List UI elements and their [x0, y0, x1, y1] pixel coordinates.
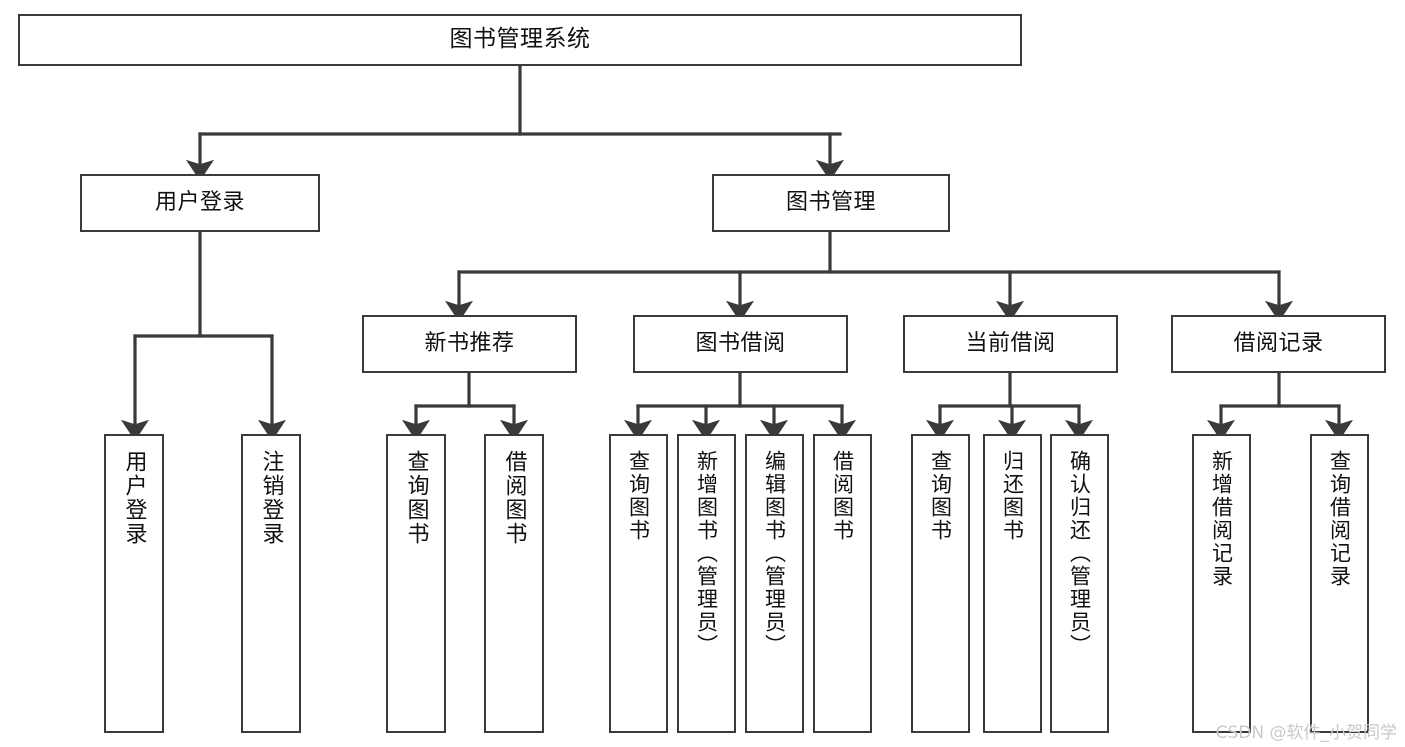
node-leaf-add-book[interactable]: 新增图书（管理员）: [677, 434, 736, 733]
node-new-book-recommend-label: 新书推荐: [424, 331, 515, 357]
node-leaf-query-book-new[interactable]: 查询图书: [386, 434, 446, 733]
node-leaf-borrow-book-new-label: 借阅图书: [501, 450, 527, 546]
node-leaf-confirm-return[interactable]: 确认归还（管理员）: [1050, 434, 1109, 733]
node-leaf-query-borrow-record[interactable]: 查询借阅记录: [1310, 434, 1369, 733]
node-current-borrow-label: 当前借阅: [965, 331, 1056, 357]
node-book-borrow[interactable]: 图书借阅: [633, 315, 848, 373]
csdn-watermark: CSDN @软件_小贺同学: [1215, 723, 1397, 743]
node-leaf-query-book-borrow-label: 查询图书: [626, 450, 651, 542]
node-leaf-query-book-new-label: 查询图书: [403, 450, 429, 546]
node-leaf-add-borrow-record-label: 新增借阅记录: [1209, 450, 1234, 588]
node-leaf-query-borrow-record-label: 查询借阅记录: [1327, 450, 1352, 588]
node-leaf-user-login[interactable]: 用户登录: [104, 434, 164, 733]
node-user-login[interactable]: 用户登录: [80, 174, 320, 232]
node-book-management-label: 图书管理: [785, 190, 876, 216]
node-leaf-query-book-borrow[interactable]: 查询图书: [609, 434, 668, 733]
node-leaf-borrow-book-new[interactable]: 借阅图书: [484, 434, 544, 733]
node-leaf-query-book-current[interactable]: 查询图书: [911, 434, 970, 733]
node-leaf-borrow-book[interactable]: 借阅图书: [813, 434, 872, 733]
node-new-book-recommend[interactable]: 新书推荐: [362, 315, 577, 373]
node-leaf-edit-book-label: 编辑图书（管理员）: [762, 450, 787, 657]
node-root[interactable]: 图书管理系统: [18, 14, 1022, 66]
node-book-management[interactable]: 图书管理: [712, 174, 950, 232]
node-borrow-records-label: 借阅记录: [1233, 331, 1324, 357]
node-leaf-user-login-label: 用户登录: [121, 450, 147, 546]
node-leaf-add-borrow-record[interactable]: 新增借阅记录: [1192, 434, 1251, 733]
node-leaf-edit-book[interactable]: 编辑图书（管理员）: [745, 434, 804, 733]
node-leaf-query-book-current-label: 查询图书: [928, 450, 953, 542]
node-root-label: 图书管理系统: [449, 26, 591, 53]
node-leaf-logout[interactable]: 注销登录: [241, 434, 301, 733]
node-leaf-return-book[interactable]: 归还图书: [983, 434, 1042, 733]
node-current-borrow[interactable]: 当前借阅: [903, 315, 1118, 373]
node-leaf-return-book-label: 归还图书: [1000, 450, 1025, 542]
node-leaf-add-book-label: 新增图书（管理员）: [694, 450, 719, 657]
node-user-login-label: 用户登录: [154, 190, 245, 216]
node-leaf-confirm-return-label: 确认归还（管理员）: [1067, 450, 1092, 657]
node-borrow-records[interactable]: 借阅记录: [1171, 315, 1386, 373]
node-leaf-borrow-book-label: 借阅图书: [830, 450, 855, 542]
node-leaf-logout-label: 注销登录: [258, 450, 284, 546]
node-book-borrow-label: 图书借阅: [695, 331, 786, 357]
